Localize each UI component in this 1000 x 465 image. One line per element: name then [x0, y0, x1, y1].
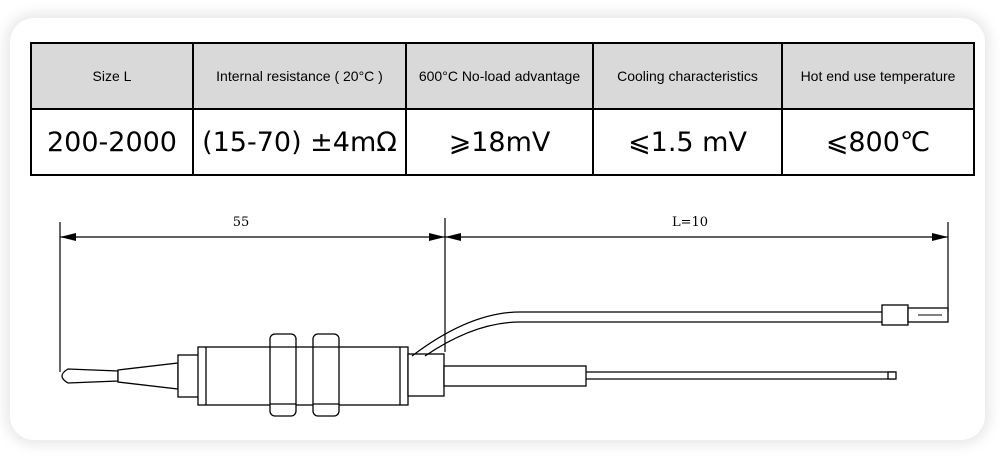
threaded-body — [197, 346, 409, 406]
value-cooling-characteristics: ⩽1.5 mV — [592, 108, 783, 176]
header-hot-end-temperature: Hot end use temperature — [781, 42, 975, 110]
spec-table: Size L Internal resistance ( 20°C ) 600°… — [30, 42, 975, 176]
value-hot-end-temperature: ⩽800℃ — [781, 108, 975, 176]
hex-nut-2 — [312, 333, 340, 417]
spec-value-row: 200-2000 (15-70) ±4mΩ ⩾18mV ⩽1.5 mV ⩽800… — [30, 108, 975, 176]
header-no-load-advantage: 600°C No-load advantage — [405, 42, 594, 110]
arrow-left-end — [429, 233, 445, 241]
header-cooling-characteristics: Cooling characteristics — [592, 42, 783, 110]
arrow-right-end — [932, 233, 948, 241]
probe-tip — [61, 368, 119, 384]
arrow-right-start — [445, 233, 461, 241]
spec-header-row: Size L Internal resistance ( 20°C ) 600°… — [30, 42, 975, 110]
lead-sleeve — [443, 365, 587, 387]
probe-sheath — [117, 362, 179, 390]
arrow-left-start — [60, 233, 76, 241]
body-collar — [177, 354, 201, 398]
dim-label-l: L=10 — [672, 215, 708, 230]
rear-housing — [407, 353, 445, 397]
header-internal-resistance: Internal resistance ( 20°C ) — [192, 42, 407, 110]
value-size: 200-2000 — [30, 108, 194, 176]
header-size: Size L — [30, 42, 194, 110]
dim-label-55: 55 — [233, 215, 250, 230]
lead-wire-upper — [411, 311, 882, 357]
value-internal-resistance: (15-70) ±4mΩ — [192, 108, 407, 176]
value-no-load-advantage: ⩾18mV — [405, 108, 594, 176]
connector-body — [881, 304, 909, 326]
hex-nut-1 — [269, 333, 297, 417]
